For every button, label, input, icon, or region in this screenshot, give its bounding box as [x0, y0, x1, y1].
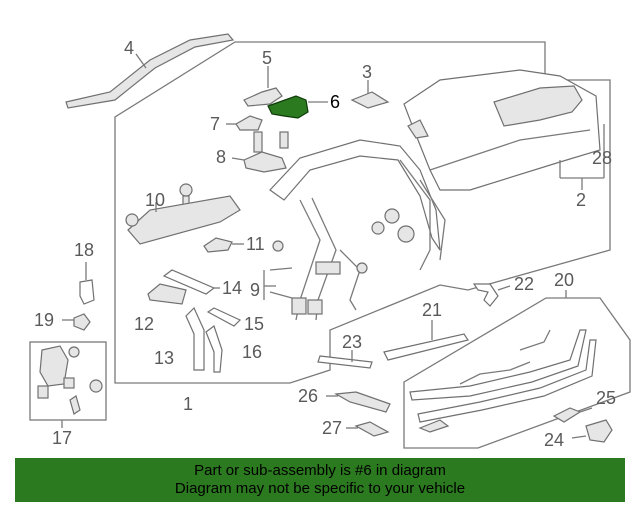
callout-11: 11 [246, 234, 265, 254]
bracket-part-25 [552, 407, 582, 423]
callout-24: 24 [544, 430, 564, 450]
clip-part-11 [203, 237, 233, 253]
panel-part-10 [127, 195, 241, 245]
pad-part-3 [350, 91, 390, 109]
clip-part-7 [235, 115, 263, 131]
callout-21: 21 [422, 300, 442, 320]
callout-20: 20 [554, 270, 574, 290]
callout-4: 4 [124, 38, 134, 58]
part-17-box [29, 341, 107, 421]
callout-6: 6 [330, 92, 340, 112]
top-frame-part [269, 139, 441, 251]
banner-line-2: Diagram may not be specific to your vehi… [174, 480, 466, 497]
callout-28: 28 [592, 148, 612, 168]
callout-16: 16 [242, 342, 262, 362]
callout-22: 22 [514, 274, 534, 294]
callout-18: 18 [74, 240, 94, 260]
clip-part-19 [73, 313, 91, 331]
callout-15: 15 [244, 314, 264, 334]
callout-2: 2 [576, 190, 586, 210]
callout-23: 23 [342, 332, 362, 352]
callout-10: 10 [145, 190, 165, 210]
callout-26: 26 [298, 386, 318, 406]
seal-part-27 [354, 421, 390, 437]
callout-13: 13 [154, 348, 174, 368]
strip-part-15 [206, 307, 242, 327]
hinge-part-8 [243, 151, 287, 173]
callout-9: 9 [250, 280, 260, 300]
callout-5: 5 [262, 48, 272, 68]
callout-12: 12 [134, 314, 154, 334]
seal-part-26 [334, 391, 391, 413]
callout-27: 27 [322, 418, 342, 438]
callout-3: 3 [362, 62, 372, 82]
callout-7: 7 [210, 114, 220, 134]
bracket-part-5 [243, 87, 283, 107]
clip-part-18 [79, 279, 95, 305]
strip-part-21 [383, 333, 469, 361]
bracket-part-24 [585, 419, 613, 443]
highlighted-part-6 [267, 95, 309, 119]
bracket-part-22 [472, 283, 499, 307]
callout-25: 25 [596, 388, 616, 408]
callout-14: 14 [222, 278, 242, 298]
rear-window [493, 85, 583, 127]
strip-part-23 [317, 355, 373, 369]
part-20-box [403, 297, 631, 449]
seal-part-13 [185, 306, 205, 371]
info-banner: Part or sub-assembly is #6 in diagram Di… [15, 458, 625, 502]
seal-part-16 [205, 325, 223, 373]
callout-19: 19 [34, 310, 54, 330]
callout-8: 8 [216, 147, 226, 167]
callout-1: 1 [183, 394, 193, 414]
bracket-part-12 [147, 283, 187, 305]
callout-17: 17 [52, 428, 72, 448]
molding-strip-part [65, 33, 235, 109]
banner-line-1: Part or sub-assembly is #6 in diagram [194, 462, 446, 479]
